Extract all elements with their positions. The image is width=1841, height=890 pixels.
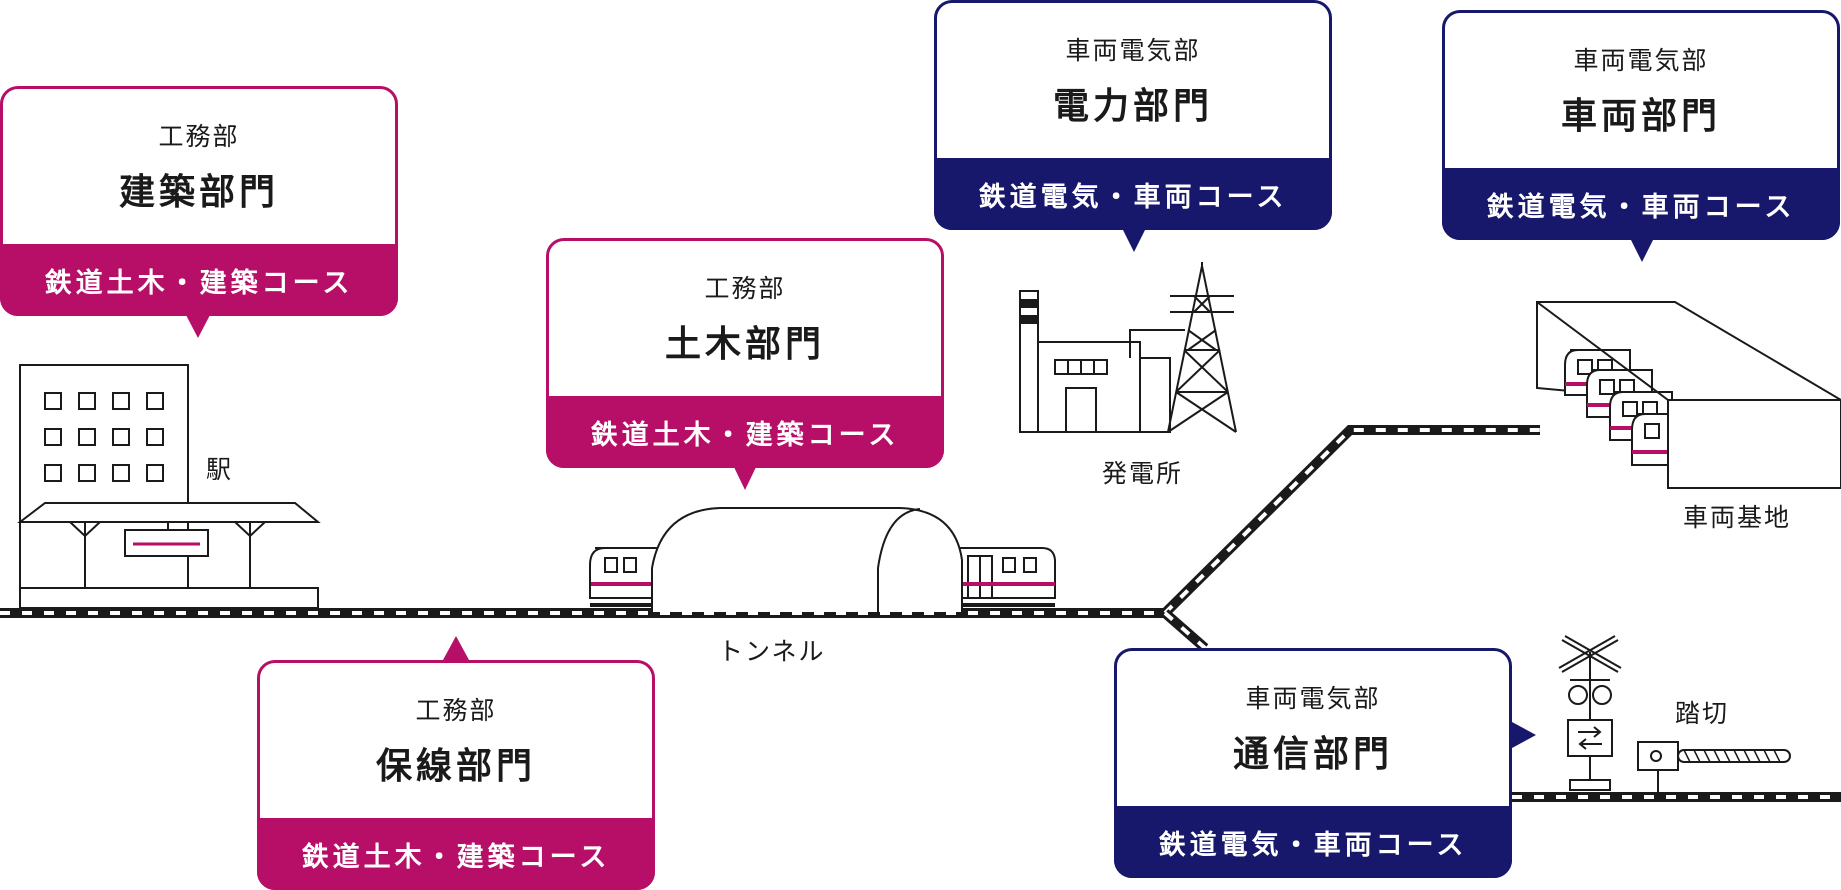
depot-label: 車両基地 — [1683, 503, 1792, 532]
dept-label: 工務部 — [704, 274, 786, 303]
callout-hosen: 工務部 保線部門 鉄道土木・建築コース — [257, 660, 655, 890]
section-label: 保線部門 — [375, 746, 536, 787]
section-label: 通信部門 — [1232, 734, 1393, 775]
crossing-label: 踏切 — [1675, 699, 1730, 728]
depot-trains — [1564, 349, 1673, 466]
section-label: 車両部門 — [1560, 96, 1721, 137]
course-label: 鉄道土木・建築コース — [257, 818, 655, 890]
tunnel-label: トンネル — [718, 637, 826, 666]
dept-label: 工務部 — [158, 122, 240, 151]
station-label: 駅 — [206, 455, 234, 484]
station-illustration — [17, 364, 321, 609]
chimney — [1019, 290, 1039, 433]
platform-roof — [17, 502, 321, 523]
station-windows — [44, 392, 164, 482]
dept-label: 工務部 — [415, 696, 497, 725]
course-label: 鉄道電気・車両コース — [1114, 806, 1512, 878]
callout-sharyo: 車両電気部 車両部門 鉄道電気・車両コース — [1442, 10, 1840, 240]
dept-label: 車両電気部 — [1245, 684, 1381, 713]
course-label: 鉄道土木・建築コース — [546, 396, 944, 468]
power-plant-illustration — [1019, 262, 1237, 433]
callout-pointers — [186, 228, 1654, 748]
platform — [19, 587, 319, 609]
course-label: 鉄道電気・車両コース — [1442, 168, 1840, 240]
course-label: 鉄道土木・建築コース — [0, 244, 398, 316]
callout-denryoku: 車両電気部 電力部門 鉄道電気・車両コース — [934, 0, 1332, 230]
section-label: 土木部門 — [664, 324, 825, 365]
course-label: 鉄道電気・車両コース — [934, 158, 1332, 230]
depot-illustration — [1536, 301, 1841, 489]
dept-label: 車両電気部 — [1573, 46, 1709, 75]
callout-tsushin: 車両電気部 通信部門 鉄道電気・車両コース — [1114, 648, 1512, 878]
lower-branch-track — [1161, 609, 1841, 802]
callout-kenchiku: 工務部 建築部門 鉄道土木・建築コース — [0, 86, 398, 316]
section-label: 電力部門 — [1052, 86, 1213, 127]
dept-label: 車両電気部 — [1065, 36, 1201, 65]
tunnel-illustration — [651, 507, 963, 612]
transmission-tower — [1167, 262, 1237, 433]
upper-branch-track — [1161, 425, 1540, 617]
train-left — [589, 547, 661, 607]
crossing-illustration — [1558, 635, 1791, 792]
callout-doboku: 工務部 土木部門 鉄道土木・建築コース — [546, 238, 944, 468]
power-plant-label: 発電所 — [1102, 459, 1184, 488]
section-label: 建築部門 — [118, 172, 279, 213]
